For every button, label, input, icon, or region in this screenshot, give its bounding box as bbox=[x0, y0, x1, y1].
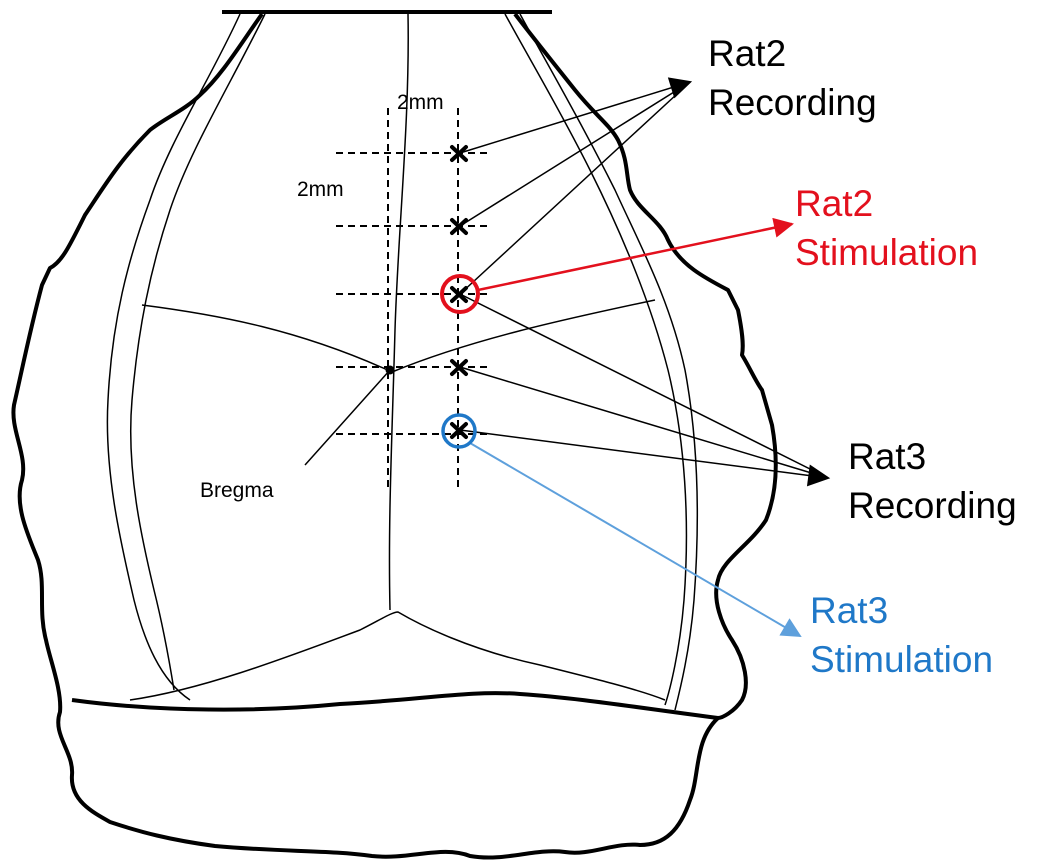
rat3-stimulation-label: Rat3 Stimulation bbox=[810, 592, 993, 678]
rat2-stimulation-line1: Rat2 bbox=[795, 183, 874, 224]
sutures bbox=[106, 13, 698, 711]
sagittal-suture bbox=[388, 13, 409, 611]
rat2-stimulation-line2: Stimulation bbox=[795, 232, 979, 273]
rat3-recording-line2: Recording bbox=[848, 485, 1017, 526]
rat3-recording-arrows bbox=[459, 293, 831, 487]
coronal-suture bbox=[141, 299, 656, 373]
rat2-rec-arrow-3 bbox=[459, 81, 691, 295]
lambdoid-suture bbox=[129, 611, 666, 701]
rat2-recording-label: Rat2 Recording bbox=[708, 35, 877, 121]
right-inner-ridge bbox=[504, 13, 688, 706]
rat3-rec-arrow-3 bbox=[459, 429, 831, 487]
rat2-stimulation-label: Rat2 Stimulation bbox=[795, 185, 978, 271]
rat3-rec-arrow-1 bbox=[459, 293, 829, 479]
right-inner-ridge-2 bbox=[519, 13, 698, 711]
scale-vertical-label: 2mm bbox=[297, 178, 344, 201]
rat2-recording-line2: Recording bbox=[708, 82, 877, 123]
bregma-label: Bregma bbox=[200, 479, 274, 502]
left-inner-ridge-2 bbox=[129, 13, 266, 691]
rat2-stimulation-arrow bbox=[477, 217, 794, 292]
rat2-stimulation-circle bbox=[440, 274, 480, 314]
left-inner-ridge bbox=[106, 13, 241, 701]
rat2-recording-line1: Rat2 bbox=[708, 33, 787, 74]
rat3-rec-arrow-2 bbox=[459, 366, 829, 479]
rat2-recording-arrows bbox=[459, 77, 693, 295]
electrode-marker-3 bbox=[450, 286, 468, 303]
scale-horizontal-label: 2mm bbox=[397, 91, 444, 114]
rat2-rec-arrow-2 bbox=[459, 81, 691, 227]
rat2-rec-arrow-1 bbox=[459, 77, 693, 154]
stereotaxic-grid bbox=[336, 108, 490, 490]
bregma-leader bbox=[304, 369, 391, 466]
electrode-marker-5 bbox=[450, 422, 468, 439]
electrode-markers bbox=[450, 145, 468, 439]
rat3-stimulation-circle bbox=[441, 413, 477, 449]
electrode-marker-2 bbox=[450, 218, 468, 235]
skull-right-contour bbox=[513, 12, 778, 720]
skull-lower-ledge bbox=[71, 691, 719, 720]
rat3-stimulation-arrow bbox=[469, 442, 802, 638]
rat3-stimulation-line2: Stimulation bbox=[810, 639, 994, 680]
electrode-marker-4 bbox=[450, 359, 468, 376]
rat3-stimulation-line1: Rat3 bbox=[810, 590, 889, 631]
skull-left-contour bbox=[11, 12, 720, 860]
skull-outline bbox=[11, 10, 778, 860]
electrode-marker-1 bbox=[450, 145, 468, 162]
rat3-recording-line1: Rat3 bbox=[848, 436, 927, 477]
rat3-recording-label: Rat3 Recording bbox=[848, 438, 1017, 524]
